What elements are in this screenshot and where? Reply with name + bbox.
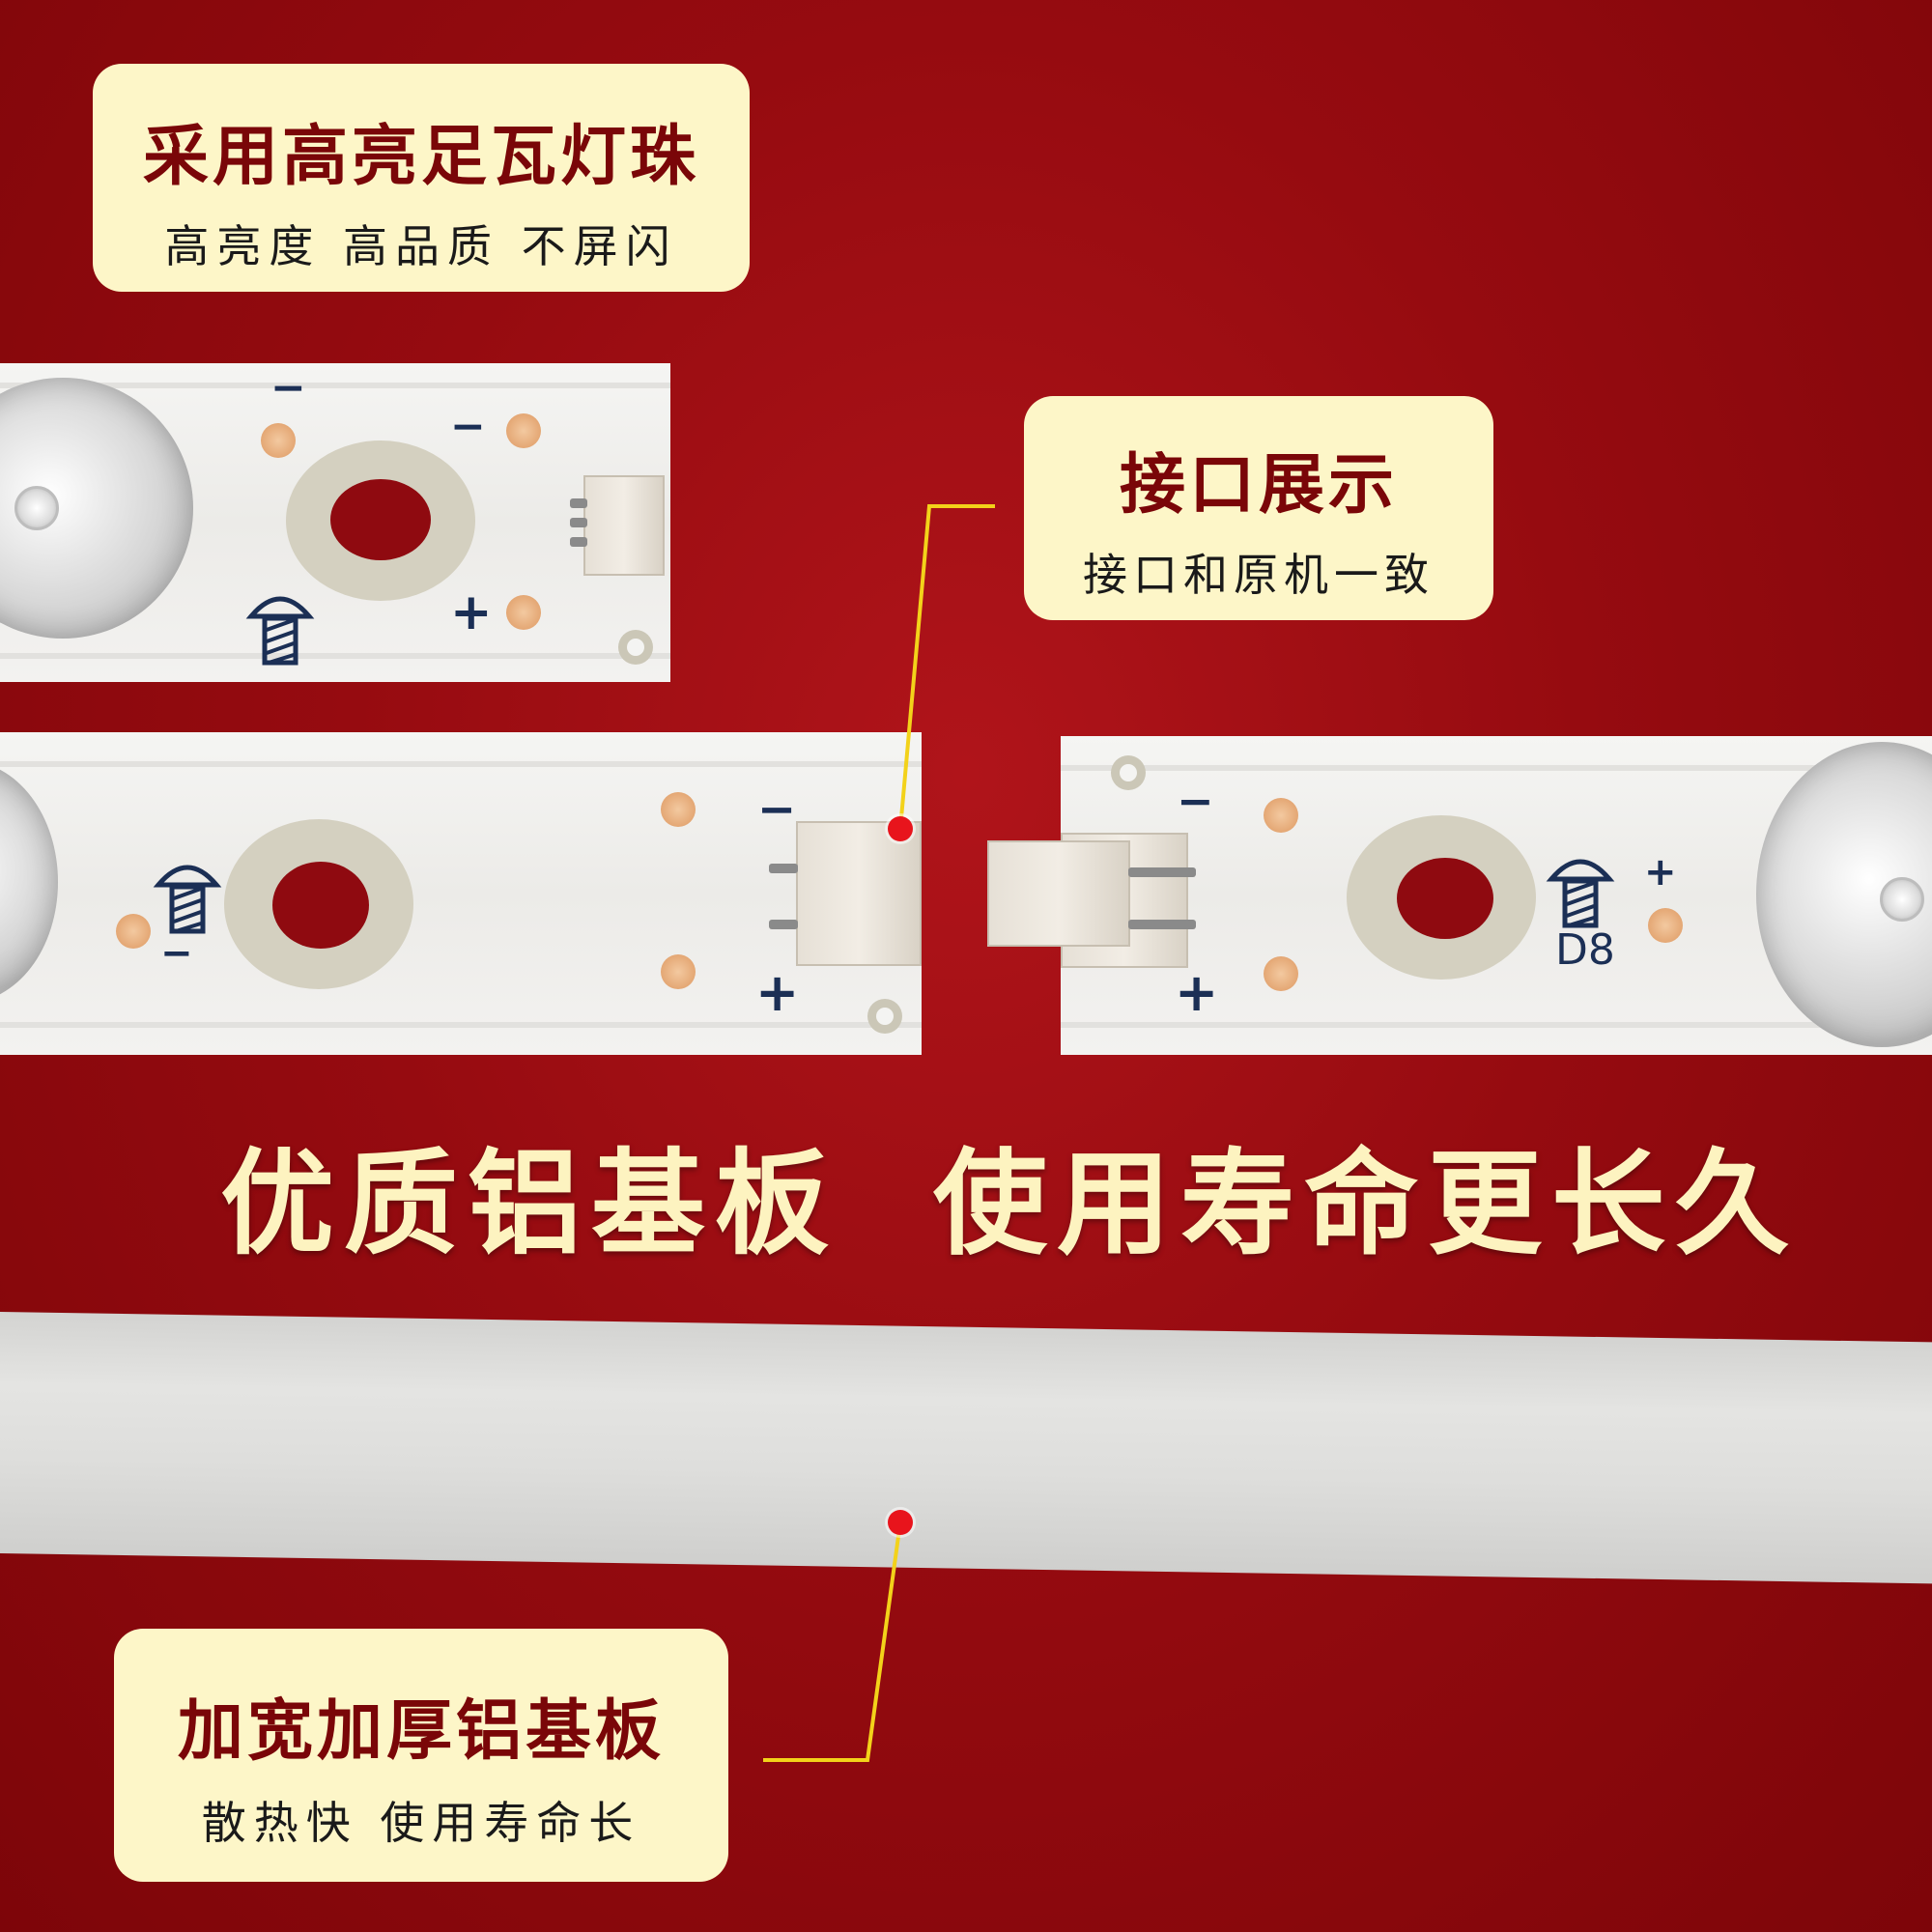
strip-seam	[1061, 1022, 1932, 1028]
solder-pad	[1648, 908, 1683, 943]
mounting-ring	[1347, 815, 1536, 980]
led-strip-middle-right: − + D8 +	[1061, 736, 1932, 1055]
connector-pin	[570, 498, 587, 508]
connector-pin	[1128, 920, 1196, 929]
solder-pad	[261, 423, 296, 458]
led-label-d8: D8	[1555, 925, 1615, 975]
plus-sign: +	[755, 962, 800, 1023]
callout-aluminum-base: 加宽加厚铝基板 散热快 使用寿命长	[114, 1629, 728, 1882]
plus-sign: +	[1644, 850, 1677, 895]
connector-pin	[769, 864, 798, 873]
strip-seam	[0, 1022, 922, 1028]
minus-sign: −	[160, 931, 193, 976]
screw-symbol-icon	[153, 865, 222, 934]
connector-pin	[570, 537, 587, 547]
mounting-ring	[286, 440, 475, 601]
led-strip-upper: − − +	[0, 363, 670, 682]
mounting-hole	[272, 862, 369, 949]
led-chip	[14, 486, 59, 530]
callout-led-beads-subtitle: 高亮度 高品质 不屏闪	[164, 220, 678, 272]
minus-sign: −	[270, 363, 306, 412]
solder-pad	[116, 914, 151, 949]
strip-seam	[0, 653, 670, 659]
plus-sign: +	[1175, 962, 1219, 1023]
solder-pad	[661, 954, 696, 989]
connector-left	[796, 821, 922, 966]
screw-symbol-icon	[1546, 859, 1615, 928]
connector-plug	[987, 840, 1130, 947]
mounting-hole	[330, 479, 431, 560]
screw-via	[1111, 755, 1146, 790]
marker-dot-base	[888, 1510, 913, 1535]
callout-led-beads-title: 采用高亮足瓦灯珠	[142, 119, 699, 195]
screw-via	[867, 999, 902, 1034]
strip-seam	[0, 761, 922, 767]
strip-seam	[1061, 765, 1932, 771]
callout-aluminum-base-subtitle: 散热快 使用寿命长	[201, 1797, 641, 1849]
solder-pad	[506, 595, 541, 630]
minus-sign: −	[450, 402, 486, 451]
mounting-ring	[224, 819, 413, 989]
connector-pin	[1128, 867, 1196, 877]
minus-sign: −	[1177, 775, 1214, 827]
plus-sign: +	[450, 583, 493, 641]
screw-symbol-icon	[245, 596, 315, 666]
solder-pad	[506, 413, 541, 448]
mounting-hole	[1397, 858, 1493, 939]
callout-interface-title: 接口展示	[1119, 447, 1398, 524]
led-strip-middle-left: − − +	[0, 732, 922, 1055]
strip-seam	[0, 383, 670, 388]
callout-led-beads: 采用高亮足瓦灯珠 高亮度 高品质 不屏闪	[93, 64, 750, 292]
callout-interface: 接口展示 接口和原机一致	[1024, 396, 1493, 620]
minus-sign: −	[757, 782, 797, 837]
headline-left: 优质铝基板	[220, 1137, 839, 1270]
solder-pad	[1264, 798, 1298, 833]
headline-right: 使用寿命更长久	[933, 1137, 1800, 1270]
callout-interface-subtitle: 接口和原机一致	[1083, 549, 1435, 601]
screw-via	[618, 630, 653, 665]
connector-pin	[769, 920, 798, 929]
callout-aluminum-base-title: 加宽加厚铝基板	[177, 1693, 665, 1770]
led-chip	[1880, 877, 1924, 922]
solder-pad	[1264, 956, 1298, 991]
connector-pin	[570, 518, 587, 527]
marker-dot-interface	[888, 816, 913, 841]
solder-pad	[661, 792, 696, 827]
